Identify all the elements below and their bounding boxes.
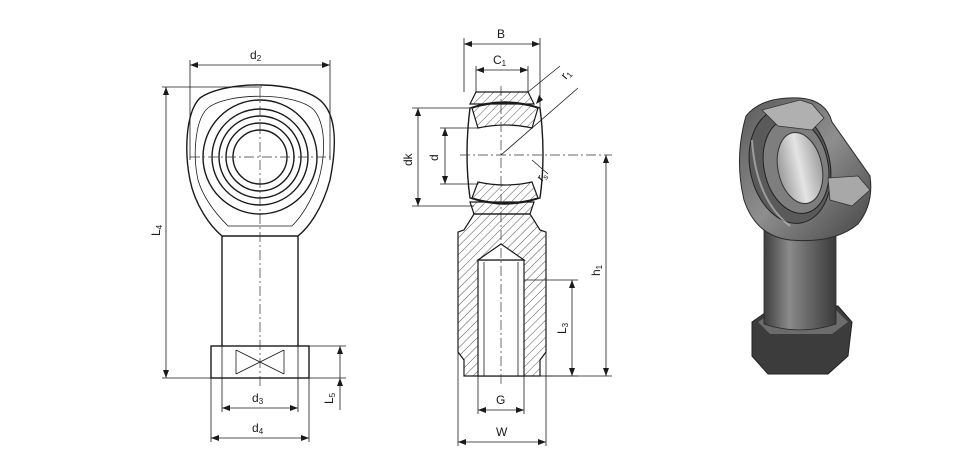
L4-arrow-top bbox=[163, 87, 169, 95]
r1-label: r1 bbox=[558, 66, 575, 83]
head-inner-contour bbox=[194, 95, 324, 227]
render-highlight bbox=[751, 139, 791, 227]
ball-section bbox=[466, 101, 544, 205]
ball-hatch-top bbox=[471, 102, 539, 129]
L3-arrow-top bbox=[569, 280, 575, 288]
W-arrow-right bbox=[538, 439, 546, 445]
rod-end-3d-render bbox=[739, 97, 872, 375]
C1-label: C1 bbox=[493, 53, 507, 68]
B-arrow-right bbox=[532, 41, 540, 47]
G-label: G bbox=[496, 393, 505, 407]
render-right-cut bbox=[827, 175, 871, 207]
dk-label: dk bbox=[401, 152, 415, 166]
d3-arrow-left bbox=[222, 405, 230, 411]
dk-arrow-bottom bbox=[415, 198, 421, 206]
rs-leader bbox=[531, 159, 549, 175]
d4-arrow-left bbox=[211, 435, 219, 441]
L3-arrow-bottom bbox=[569, 368, 575, 376]
r1-leader-2 bbox=[527, 65, 561, 93]
d2-label: d2 bbox=[250, 48, 262, 63]
section-view: B C1 r1 dk d rs bbox=[401, 27, 612, 446]
front-view: d2 L4 d3 d4 bbox=[149, 48, 346, 442]
r1-arrow bbox=[536, 95, 543, 104]
L5-arrow-bottom bbox=[337, 378, 343, 386]
W-arrow-left bbox=[458, 439, 466, 445]
d-arrow-bottom bbox=[442, 176, 448, 184]
G-arrow-left bbox=[478, 407, 486, 413]
W-label: W bbox=[496, 425, 508, 439]
r1-leader bbox=[500, 87, 579, 156]
d2-arrow-left bbox=[190, 62, 198, 68]
d4-arrow-right bbox=[301, 435, 309, 441]
L4-arrow-bottom bbox=[163, 370, 169, 378]
h1-arrow-top bbox=[603, 155, 609, 163]
dk-arrow-top bbox=[415, 108, 421, 116]
d-label: d bbox=[427, 154, 441, 161]
L3-label: L3 bbox=[555, 322, 570, 334]
render-bore bbox=[776, 131, 824, 205]
h1-label: h1 bbox=[589, 264, 604, 276]
L5-label: L5 bbox=[322, 392, 337, 404]
ball-hatch-bottom bbox=[471, 181, 539, 204]
C1-arrow-left bbox=[476, 67, 484, 73]
B-arrow-left bbox=[464, 41, 472, 47]
ring-section-top bbox=[469, 91, 535, 105]
render-top-cut bbox=[761, 99, 825, 131]
G-arrow-right bbox=[516, 407, 524, 413]
C1-arrow-right bbox=[520, 67, 528, 73]
B-label: B bbox=[497, 27, 505, 41]
L5-arrow-top bbox=[337, 346, 343, 354]
d2-arrow-right bbox=[322, 62, 330, 68]
d4-label: d4 bbox=[252, 421, 264, 436]
head-outline bbox=[186, 84, 336, 237]
d-arrow-top bbox=[442, 128, 448, 136]
d3-label: d3 bbox=[252, 391, 264, 406]
render-shank bbox=[763, 225, 837, 331]
L4-label: L4 bbox=[149, 224, 164, 236]
d3-arrow-right bbox=[290, 405, 298, 411]
h1-arrow-bottom bbox=[603, 368, 609, 376]
